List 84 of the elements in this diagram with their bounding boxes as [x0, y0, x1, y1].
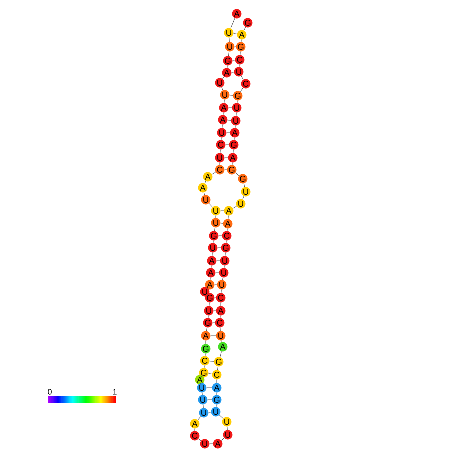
backbone-line	[224, 100, 225, 104]
backbone-line	[241, 40, 242, 42]
backbone-line	[227, 426, 228, 430]
backbone-line	[227, 228, 228, 232]
backbone-line	[216, 392, 218, 396]
backbone-line	[221, 290, 222, 294]
backbone-line	[234, 138, 235, 140]
backbone-line	[225, 252, 226, 256]
backbone-line	[226, 240, 227, 244]
backbone-line	[216, 380, 218, 384]
backbone-line	[204, 192, 206, 196]
backbone-line	[233, 150, 234, 154]
backbone-line	[220, 316, 221, 318]
base-pair-line	[230, 95, 234, 96]
backbone-line	[198, 416, 202, 420]
backbone-line	[240, 52, 241, 56]
backbone-line	[219, 415, 224, 419]
backbone-line	[222, 124, 223, 128]
backbone-line	[230, 18, 236, 29]
base-pair-line	[226, 144, 230, 146]
base-pair-line	[232, 60, 236, 61]
backbone-line	[220, 328, 221, 332]
backbone-line	[206, 294, 208, 296]
backbone-line	[232, 162, 233, 166]
backbone-line	[204, 366, 205, 368]
backbone-line	[222, 278, 224, 280]
backbone-line	[221, 138, 222, 140]
backbone-line	[209, 302, 210, 306]
scale-label: 1	[113, 389, 117, 395]
backbone-line	[200, 383, 202, 385]
backbone-line	[235, 126, 236, 128]
backbone-line	[228, 216, 229, 220]
base-pair-line	[216, 260, 220, 262]
base-pair-line	[212, 322, 216, 324]
backbone-line	[205, 354, 206, 356]
backbone-line	[201, 376, 203, 378]
base-pair-line	[226, 132, 230, 134]
base-pair-line	[214, 284, 218, 286]
backbone-line	[227, 66, 228, 68]
backbone-line	[237, 100, 238, 104]
backbone-line	[240, 88, 244, 92]
backbone-line	[236, 112, 237, 116]
backbone-line	[208, 316, 209, 318]
scale-label: 0	[48, 389, 52, 395]
backbone-line	[220, 150, 221, 154]
backbone-line	[241, 76, 244, 80]
backbone-line	[198, 438, 202, 442]
backbone-line	[222, 87, 224, 91]
backbone-line	[206, 328, 208, 332]
backbone-line	[236, 172, 240, 176]
backbone-line	[229, 38, 230, 42]
backbone-line	[220, 351, 222, 358]
backbone-line	[194, 428, 196, 432]
base-pair-line	[228, 120, 232, 121]
backbone-line	[202, 392, 203, 396]
base-pair-line	[216, 272, 220, 274]
base-pair-line	[232, 72, 234, 73]
backbone-line	[244, 27, 246, 31]
base-pair-line	[234, 46, 236, 48]
backbone-line	[211, 266, 212, 268]
base-pair-line	[220, 210, 224, 212]
backbone-line	[212, 252, 213, 256]
backbone-line	[223, 112, 224, 116]
backbone-line	[203, 404, 204, 408]
backbone-line	[228, 52, 230, 56]
backbone-line	[216, 404, 217, 408]
base-pair-line	[210, 361, 214, 362]
base-pair-line	[214, 310, 216, 312]
base-pair-line	[220, 223, 224, 224]
backbone-line	[212, 172, 216, 175]
backbone-line	[232, 206, 238, 209]
backbone-line	[221, 438, 225, 441]
backbone-line	[213, 240, 214, 244]
backbone-line	[214, 228, 216, 232]
backbone-line	[239, 64, 240, 68]
backbone-line	[224, 266, 225, 268]
backbone-line	[209, 203, 213, 208]
backbone-line	[222, 76, 224, 80]
base-pair-line	[208, 412, 212, 413]
backbone-line	[210, 278, 211, 280]
backbone-line	[242, 196, 244, 200]
backbone-line	[220, 302, 222, 306]
backbone-line	[244, 184, 246, 188]
backbone-line	[204, 181, 206, 184]
